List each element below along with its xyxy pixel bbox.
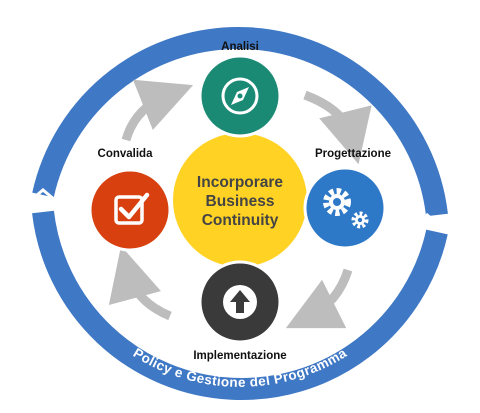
outer-ring-top-arc [32,26,448,217]
arrow-implementazione-to-convalida [108,245,172,321]
center-line-2: Business [206,193,275,210]
node-circle-convalida [88,168,172,252]
center-circle [173,133,307,267]
ring-notch-right [425,212,451,226]
compass-icon [221,77,259,115]
upload-arrow-icon [223,285,257,319]
arrow-progettazione-to-implementazione [285,268,353,329]
arrow-analisi-to-progettazione [303,90,372,165]
node-implementazione: Implementazione [193,260,287,362]
node-convalida: Convalida [88,148,172,252]
outer-ring-bottom-arc [32,210,448,401]
center-node: Incorporare Business Continuity [173,133,307,267]
center-line-1: Incorporare [197,174,284,191]
node-label-progettazione: Progettazione [315,148,391,160]
checkbox-icon [114,192,150,225]
center-line-3: Continuity [202,212,279,229]
node-label-analisi: Analisi [221,41,259,53]
arrow-convalida-to-analisi [121,79,194,142]
ring-notch-left [30,188,56,202]
node-analisi: Analisi [198,41,282,138]
node-label-convalida: Convalida [98,148,154,160]
cycle-arrows [108,79,372,329]
node-circle-progettazione [303,166,387,250]
gears-icon [323,188,369,229]
node-progettazione: Progettazione [303,148,391,250]
node-label-implementazione: Implementazione [193,350,286,362]
